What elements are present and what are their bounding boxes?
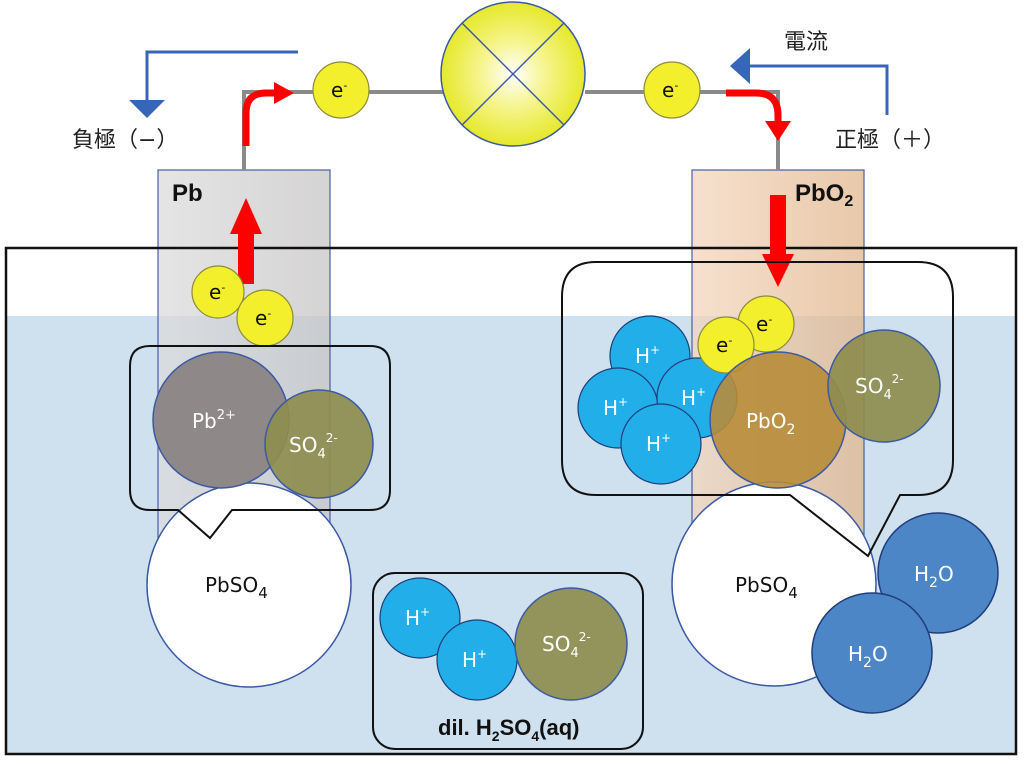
svg-text:Pb2+: Pb2+ <box>192 408 236 433</box>
svg-text:H+: H+ <box>462 647 487 672</box>
svg-text:H+: H+ <box>603 395 628 420</box>
electrolyte-label: dil. H2SO4(aq) <box>438 715 580 744</box>
svg-text:e-: e- <box>255 306 271 330</box>
svg-text:H+: H+ <box>681 385 706 410</box>
lead-ion: Pb2+ <box>152 351 290 489</box>
svg-text:H2O: H2O <box>848 642 888 671</box>
hydrogen-ion: H+ <box>620 403 702 485</box>
light-bulb-icon <box>440 1 586 147</box>
hydrogen-ion: H+ <box>379 577 461 659</box>
svg-text:H2O: H2O <box>914 562 954 591</box>
electron: e- <box>697 316 755 374</box>
svg-text:H+: H+ <box>635 343 660 368</box>
electron-up-arrow <box>230 198 262 284</box>
electron: e- <box>236 289 294 347</box>
current-label: 電流 <box>784 30 828 55</box>
electron: e- <box>643 61 701 119</box>
lead-dioxide-particle: PbO2 <box>709 351 847 489</box>
negative-electrode-label: 負極（−） <box>72 128 178 153</box>
svg-text:PbSO4: PbSO4 <box>205 573 268 602</box>
positive-electrode-label: 正極（＋） <box>835 128 945 153</box>
electron: e- <box>191 265 245 319</box>
sulfate-ion: SO42- <box>827 329 941 443</box>
svg-text:e-: e- <box>716 333 732 357</box>
water-molecule: H2O <box>877 512 999 634</box>
svg-text:e-: e- <box>209 280 225 304</box>
electron-flow-arrow-left <box>242 82 294 146</box>
svg-text:PbSO4: PbSO4 <box>735 573 798 602</box>
water-molecule: H2O <box>811 592 933 714</box>
sulfate-ion: SO42- <box>264 389 374 499</box>
sulfate-ion: SO42- <box>514 587 628 701</box>
electron: e- <box>312 61 370 119</box>
battery-container <box>4 246 1018 756</box>
svg-text:PbO2: PbO2 <box>746 409 795 438</box>
reaction-callout-right <box>561 261 954 558</box>
svg-text:e-: e- <box>331 78 347 102</box>
svg-text:SO42-: SO42- <box>855 372 904 403</box>
svg-text:SO42-: SO42- <box>289 431 338 462</box>
lead-electrode-label: Pb <box>172 180 203 207</box>
reaction-callout-left <box>129 345 391 540</box>
current-arrow-negative <box>129 50 298 118</box>
svg-text:H+: H+ <box>646 431 671 456</box>
svg-text:SO42-: SO42- <box>542 630 591 661</box>
electrolyte-legend-box <box>372 572 644 750</box>
svg-text:e-: e- <box>662 78 678 102</box>
hydrogen-ion: H+ <box>436 619 518 701</box>
lead-dioxide-electrode-label: PbO2 <box>795 180 853 210</box>
current-arrow-positive <box>730 48 889 115</box>
lead-sulfate-particle-left: PbSO4 <box>146 482 352 688</box>
svg-text:H+: H+ <box>405 605 430 630</box>
electron-flow-arrow-right <box>726 89 791 141</box>
svg-text:e-: e- <box>756 312 772 336</box>
